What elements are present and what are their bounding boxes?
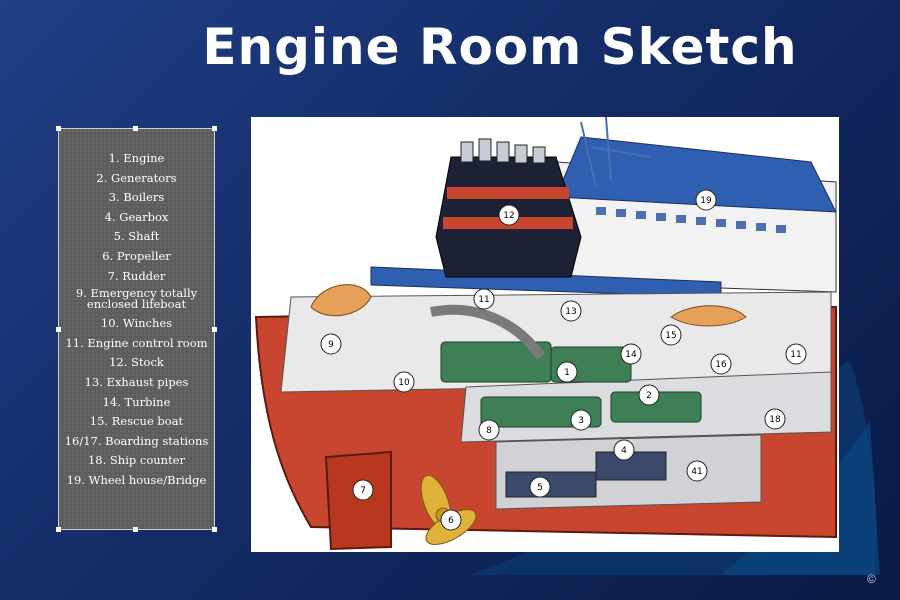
selection-handle[interactable] — [212, 327, 217, 332]
callout-marker: 9 — [320, 333, 342, 355]
selection-handle[interactable] — [56, 126, 61, 131]
svg-text:7: 7 — [360, 486, 366, 496]
selection-handle[interactable] — [56, 527, 61, 532]
svg-text:6: 6 — [448, 516, 454, 526]
callout-marker: 41 — [686, 460, 708, 482]
svg-text:18: 18 — [769, 415, 781, 425]
callout-marker: 10 — [393, 371, 415, 393]
callout-marker: 2 — [638, 384, 660, 406]
lifeboat — [310, 284, 372, 317]
exhaust-stacks — [460, 138, 546, 164]
callout-marker: 5 — [529, 476, 551, 498]
callout-marker: 12 — [498, 204, 520, 226]
bridge-windows — [596, 207, 786, 233]
svg-text:1: 1 — [564, 368, 570, 378]
callout-marker: 11 — [473, 288, 495, 310]
legend-item: 6. Propeller — [102, 248, 171, 263]
callout-marker: 15 — [660, 324, 682, 346]
callout-marker: 1 — [556, 361, 578, 383]
funnel-stripe — [447, 187, 569, 199]
svg-text:19: 19 — [700, 196, 712, 206]
legend-item: 13. Exhaust pipes — [84, 374, 189, 389]
svg-text:8: 8 — [486, 426, 492, 436]
selection-handle[interactable] — [212, 527, 217, 532]
legend-item: 16/17. Boarding stations — [64, 433, 209, 448]
legend-item: 9. Emergency totally enclosed lifeboat — [75, 286, 198, 312]
svg-text:2: 2 — [646, 391, 652, 401]
legend-list: 1. Engine 2. Generators 3. Boilers 4. Ge… — [59, 149, 214, 491]
exhaust-pipe — [430, 304, 546, 360]
legend-item: 19. Wheel house/Bridge — [66, 472, 207, 487]
callout-marker: 7 — [352, 479, 374, 501]
svg-text:15: 15 — [665, 331, 676, 341]
selection-handle[interactable] — [133, 126, 138, 131]
svg-text:5: 5 — [537, 483, 543, 493]
callout-marker: 19 — [695, 189, 717, 211]
legend-item: 12. Stock — [109, 355, 164, 370]
svg-text:11: 11 — [790, 350, 801, 360]
selection-handle[interactable] — [133, 527, 138, 532]
rudder — [324, 450, 392, 551]
legend-item: 18. Ship counter — [87, 453, 186, 468]
svg-text:14: 14 — [625, 350, 637, 360]
svg-text:3: 3 — [578, 416, 584, 426]
legend-item: 11. Engine control room — [65, 335, 208, 350]
mast — [580, 117, 652, 188]
svg-text:10: 10 — [398, 378, 410, 388]
callout-marker: 4 — [613, 439, 635, 461]
callout-marker: 14 — [620, 343, 642, 365]
bridge-roof — [555, 136, 837, 213]
svg-text:12: 12 — [503, 211, 514, 221]
legend-item: 15. Rescue boat — [89, 414, 184, 429]
callout-marker: 8 — [478, 419, 500, 441]
svg-text:16: 16 — [715, 360, 727, 370]
legend-item: 14. Turbine — [102, 394, 171, 409]
legend-item: 5. Shaft — [113, 229, 160, 244]
legend-item: 3. Boilers — [108, 190, 165, 205]
selection-handle[interactable] — [56, 327, 61, 332]
legend-panel: 1. Engine 2. Generators 3. Boilers 4. Ge… — [56, 126, 217, 532]
legend-item: 1. Engine — [108, 151, 165, 165]
legend-item: 10. Winches — [100, 316, 173, 331]
svg-text:11: 11 — [478, 295, 489, 305]
svg-text:9: 9 — [328, 340, 334, 350]
legend-item: 7. Rudder — [107, 268, 166, 283]
rescue-boat — [670, 305, 747, 327]
main-engines — [440, 341, 702, 428]
svg-text:4: 4 — [621, 446, 627, 456]
slide-title: Engine Room Sketch — [202, 18, 798, 76]
legend-item: 2. Generators — [96, 170, 177, 185]
callout-marker: 3 — [570, 409, 592, 431]
engine-room-diagram: 12 19 11 13 9 1 14 15 16 11 10 2 8 3 18 … — [251, 117, 839, 552]
gearbox — [505, 471, 597, 498]
selection-handle[interactable] — [212, 126, 217, 131]
callout-marker: 11 — [785, 343, 807, 365]
callout-marker: 13 — [560, 300, 582, 322]
callout-marker: 16 — [710, 353, 732, 375]
legend-item: 4. Gearbox — [104, 209, 169, 224]
svg-text:41: 41 — [691, 467, 702, 477]
callout-markers: 12 19 11 13 9 1 14 15 16 11 10 2 8 3 18 … — [320, 189, 807, 531]
callout-marker: 6 — [440, 509, 462, 531]
callout-marker: 18 — [764, 408, 786, 430]
copyright-mark: © — [867, 572, 876, 586]
ship-cutaway-illustration: 12 19 11 13 9 1 14 15 16 11 10 2 8 3 18 … — [254, 117, 837, 551]
svg-text:13: 13 — [565, 307, 576, 317]
